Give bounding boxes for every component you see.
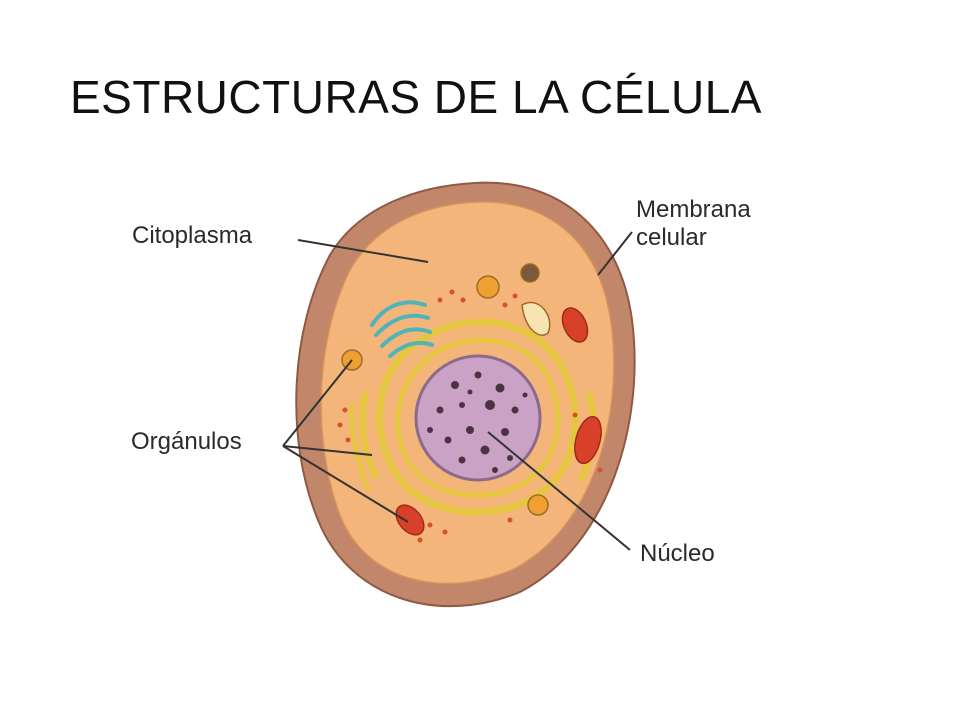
slide-title: ESTRUCTURAS DE LA CÉLULA (70, 71, 762, 123)
leader-organelle-3 (282, 445, 409, 523)
leader-organelle-2 (282, 445, 373, 456)
leader-lines (282, 231, 633, 551)
ribosomes (337, 289, 603, 543)
leader-nucleus (487, 431, 631, 551)
label-membrane-line1: Membrana (636, 196, 751, 223)
chromatin (427, 371, 528, 473)
label-nucleus: Núcleo (640, 540, 715, 567)
leader-cytoplasm (297, 239, 429, 263)
label-membrane-line2: celular (636, 224, 707, 251)
label-organelles: Orgánulos (131, 428, 242, 455)
mitochondria (395, 307, 602, 536)
leader-organelle-1 (282, 359, 353, 447)
label-cell-membrane: Membrana celular (636, 196, 751, 252)
label-cytoplasm: Citoplasma (132, 222, 253, 249)
leader-membrane (597, 231, 633, 276)
golgi-apparatus (370, 300, 434, 358)
